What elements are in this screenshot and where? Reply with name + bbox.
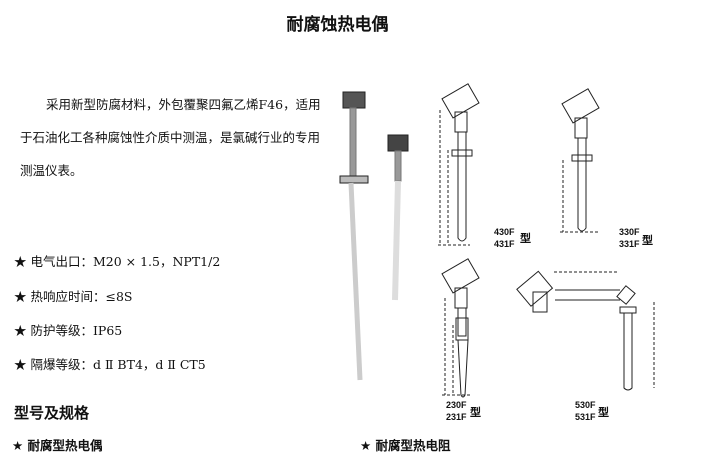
diagram-330f xyxy=(560,88,600,233)
product-photo xyxy=(339,91,409,381)
page-title: 耐腐蚀热电偶 xyxy=(286,15,389,35)
diagram-430f xyxy=(438,83,480,246)
model-suffix: 型 xyxy=(642,234,653,247)
model-suffix: 型 xyxy=(470,406,481,419)
feature-protection-grade: ★ 防护等级：IP65 xyxy=(14,323,123,338)
subsection-thermocouple: ★ 耐腐型热电偶 xyxy=(12,438,103,453)
feature-explosion-grade: ★ 隔爆等级：d Ⅱ BT4，d Ⅱ CT5 xyxy=(14,357,206,372)
section-heading: 型号及规格 xyxy=(14,404,90,422)
product-description: 采用新型防腐材料，外包覆聚四氟乙烯F46，适用于石油化工各种腐蚀性介质中测温，是… xyxy=(20,97,321,178)
diagram-230f xyxy=(441,258,480,398)
model-suffix: 型 xyxy=(520,232,531,245)
feature-response-time: ★ 热响应时间：≤8S xyxy=(14,289,133,304)
feature-electrical-outlet: ★ 电气出口：M20 × 1.5，NPT1/2 xyxy=(14,254,221,269)
model-suffix: 型 xyxy=(598,406,609,419)
diagram-530f xyxy=(516,270,655,391)
subsection-rtd: ★ 耐腐型热电阻 xyxy=(360,438,451,453)
